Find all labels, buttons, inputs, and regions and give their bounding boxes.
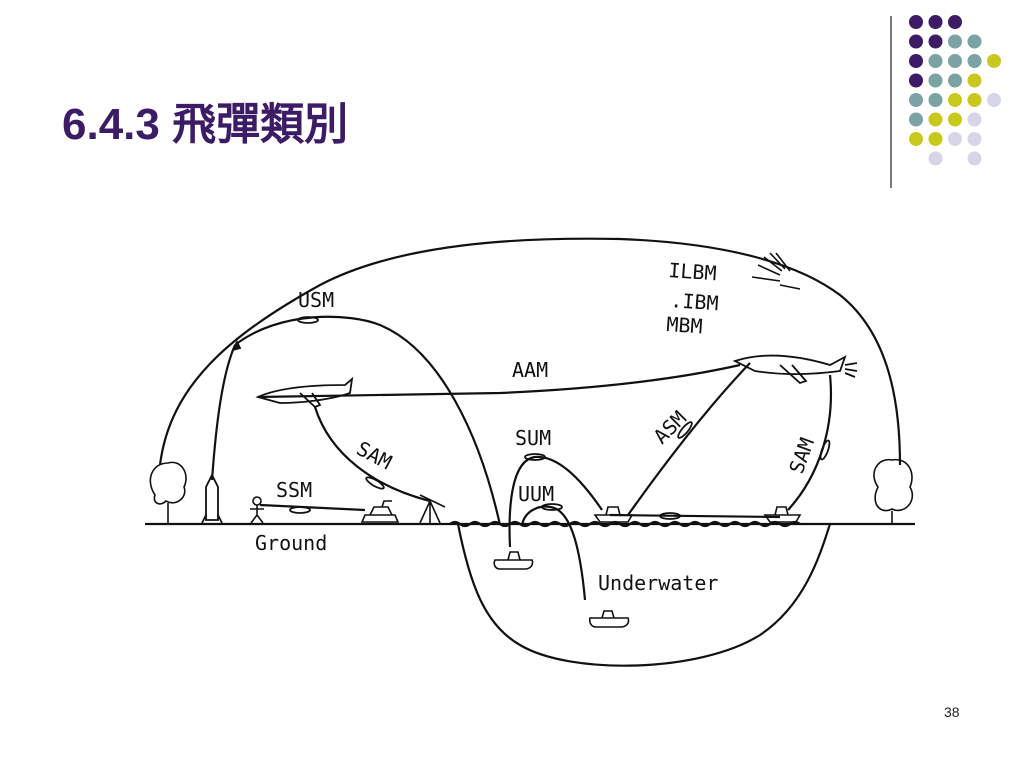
- decorative-dot: [909, 34, 923, 49]
- submarine-icon: [493, 551, 534, 570]
- decorative-dot: [948, 93, 962, 107]
- label-asm: ASM: [649, 406, 692, 449]
- decorative-dot: [967, 112, 982, 127]
- missile-markers: [289, 316, 831, 520]
- label-ilbm: ILBM: [668, 258, 718, 285]
- decorative-dot: [948, 54, 962, 68]
- decorative-dot: [928, 15, 943, 29]
- sum-trajectory: [508, 455, 603, 548]
- decorative-dot: [948, 15, 962, 29]
- tree-icon: [873, 458, 914, 524]
- launch-trajectory: [210, 344, 237, 481]
- decorative-dot: [909, 54, 923, 68]
- decorative-dot: [909, 112, 923, 127]
- missile-classification-diagram: USM ILBM .IBM MBM AAM SAM SUM ASM SAM SS…: [145, 237, 915, 667]
- label-aam: AAM: [512, 358, 548, 382]
- label-mbm: MBM: [666, 312, 704, 338]
- decorative-dot: [967, 73, 982, 88]
- aircraft-icon: [255, 376, 354, 409]
- decorative-dot: [909, 132, 923, 146]
- decorative-dot: [928, 112, 943, 127]
- decorative-dot: [967, 151, 982, 166]
- decorative-dot: [928, 54, 943, 68]
- submarine-icon: [588, 610, 630, 628]
- decorative-dot: [909, 73, 923, 88]
- asm-trajectory: [627, 362, 751, 516]
- decorative-dot: [928, 34, 943, 49]
- decorative-dot: [928, 151, 943, 166]
- decorative-dot: [967, 93, 982, 107]
- explosion-icon: [751, 252, 801, 290]
- decorative-dot: [987, 54, 1001, 68]
- surface-trajectory: [609, 513, 781, 519]
- missile-launch-icon: [201, 339, 242, 524]
- tree-icon: [149, 461, 187, 524]
- decorative-divider: [890, 16, 892, 188]
- soldier-icon: [250, 496, 264, 524]
- decorative-dot: [909, 93, 923, 107]
- label-usm: USM: [298, 288, 334, 312]
- decorative-dot: [967, 54, 982, 68]
- decorative-dot: [948, 112, 962, 127]
- label-sum: SUM: [515, 426, 551, 450]
- decorative-dot: [948, 34, 962, 49]
- ship-icon: [593, 506, 634, 523]
- aam-trajectory: [257, 363, 741, 399]
- decorative-dot: [928, 132, 943, 146]
- ship-icon: [763, 506, 802, 523]
- ssm-trajectory: [259, 503, 366, 512]
- label-ibm: .IBM: [670, 288, 720, 315]
- launcher-icon: [419, 494, 446, 524]
- decorative-dot: [948, 73, 962, 88]
- decorative-dot: [967, 132, 982, 146]
- decorative-dot: [909, 15, 923, 29]
- decorative-dot-grid: [909, 15, 1001, 166]
- decorative-dot: [948, 132, 962, 146]
- label-ssm: SSM: [276, 478, 312, 502]
- decorative-dot: [928, 73, 943, 88]
- underwater-basin: [456, 523, 832, 667]
- uum-trajectory: [520, 505, 587, 601]
- slide-title: 6.4.3 飛彈類別: [62, 100, 349, 149]
- decorative-dot: [987, 93, 1001, 107]
- tank-icon: [360, 500, 400, 523]
- label-underwater: Underwater: [598, 571, 718, 595]
- sam-left-trajectory: [313, 406, 431, 503]
- aircraft-icon: [732, 354, 858, 385]
- ballistic-trajectory: [158, 237, 902, 466]
- label-uum: UUM: [518, 482, 554, 506]
- decorative-dot: [967, 34, 982, 49]
- page-number: 38: [944, 704, 960, 720]
- decorative-dot: [928, 93, 943, 107]
- label-ground: Ground: [255, 531, 327, 555]
- usm-trajectory: [234, 315, 502, 526]
